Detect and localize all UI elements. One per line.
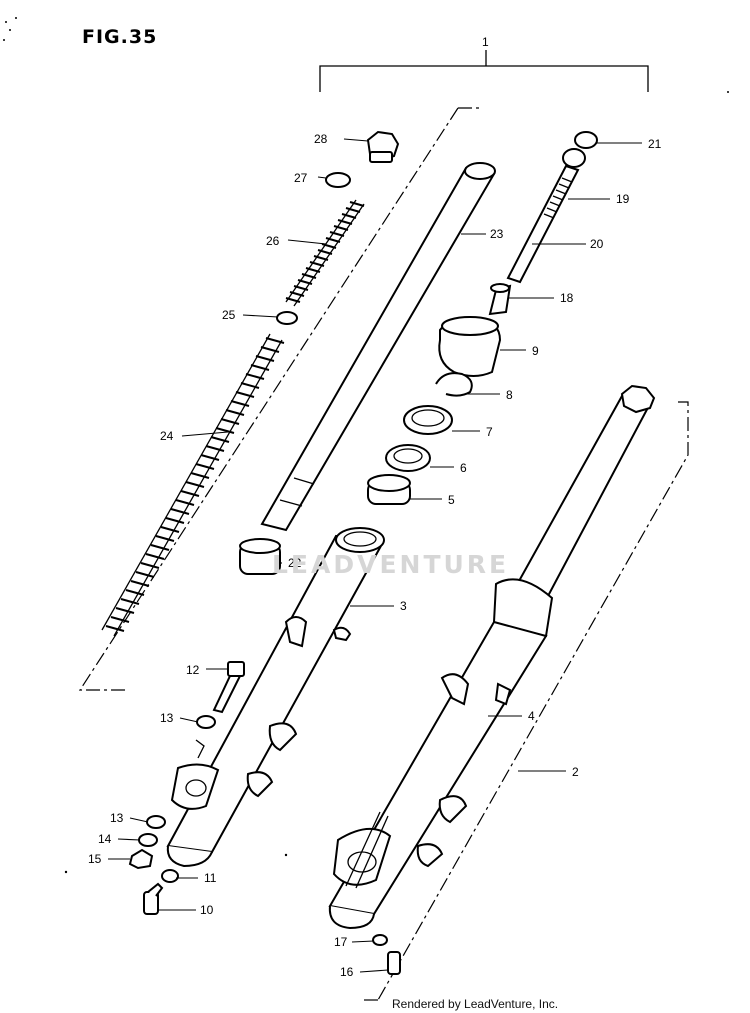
callout-9: 9 (532, 344, 539, 358)
seal-washer-6 (385, 444, 431, 472)
guide-bush-5 (367, 474, 411, 505)
damper-rod-20 (506, 148, 586, 284)
oil-seal-7 (403, 405, 453, 435)
outer-tube-3 (166, 527, 385, 868)
nut-15 (128, 848, 154, 870)
callout-26: 26 (266, 234, 280, 248)
callout-4: 4 (528, 709, 535, 723)
callout-28: 28 (314, 132, 328, 146)
callout-20: 20 (590, 237, 604, 251)
callout-12: 12 (186, 663, 200, 677)
callout-5: 5 (448, 493, 455, 507)
o-ring-27 (325, 172, 351, 188)
callout-6: 6 (460, 461, 467, 475)
cap-bolt-28 (366, 130, 400, 163)
leader-lines (108, 138, 642, 973)
callout-numbers: 1 28 27 26 25 24 23 22 21 19 20 18 9 8 7… (88, 35, 662, 979)
inner-assembly-outline (78, 107, 689, 1001)
callout-13-lower: 13 (110, 811, 124, 825)
callout-14: 14 (98, 832, 112, 846)
callout-11: 11 (204, 871, 217, 885)
callout-16: 16 (340, 965, 354, 979)
callout-17: 17 (334, 935, 348, 949)
slide-bush-22 (239, 538, 281, 575)
washer-11 (161, 869, 179, 883)
washer-13-upper (196, 715, 216, 729)
scan-specks (3, 17, 729, 874)
figure-title: FIG.35 (82, 26, 158, 48)
inner-tube-23 (260, 162, 496, 532)
piece-21 (574, 131, 598, 149)
callout-10: 10 (200, 903, 214, 917)
callout-8: 8 (506, 388, 513, 402)
callout-21: 21 (648, 137, 662, 151)
washer-25 (276, 311, 298, 325)
slot-mark (195, 739, 205, 759)
bolt-10 (143, 882, 164, 915)
callout-18: 18 (560, 291, 574, 305)
bolt-16 (387, 951, 401, 975)
callout-25: 25 (222, 308, 236, 322)
watermark-text: LEADVENTURE (272, 550, 510, 579)
fork-tube-2 (512, 384, 656, 598)
callout-13-upper: 13 (160, 711, 174, 725)
callout-27: 27 (294, 171, 308, 185)
callout-19: 19 (616, 192, 630, 206)
outer-tube-4 (328, 578, 554, 930)
spacer-spring-26 (285, 199, 365, 307)
piece-18 (488, 283, 512, 316)
dust-seal-9 (438, 316, 502, 377)
callout-1: 1 (482, 35, 489, 49)
callout-24: 24 (160, 429, 174, 443)
fork-spring-24 (101, 333, 285, 637)
washer-13-lower (146, 815, 166, 829)
credit-line: Rendered by LeadVenture, Inc. (392, 997, 559, 1011)
callout-7: 7 (486, 425, 493, 439)
stopper-ring-8 (435, 372, 473, 397)
callout-23: 23 (490, 227, 504, 241)
callout-2: 2 (572, 765, 579, 779)
callout-15: 15 (88, 852, 102, 866)
callout-3: 3 (400, 599, 407, 613)
washer-14 (138, 833, 158, 847)
washer-17 (372, 934, 388, 946)
assembly-bracket-1 (319, 50, 649, 92)
callout-22: 22 (288, 556, 302, 570)
